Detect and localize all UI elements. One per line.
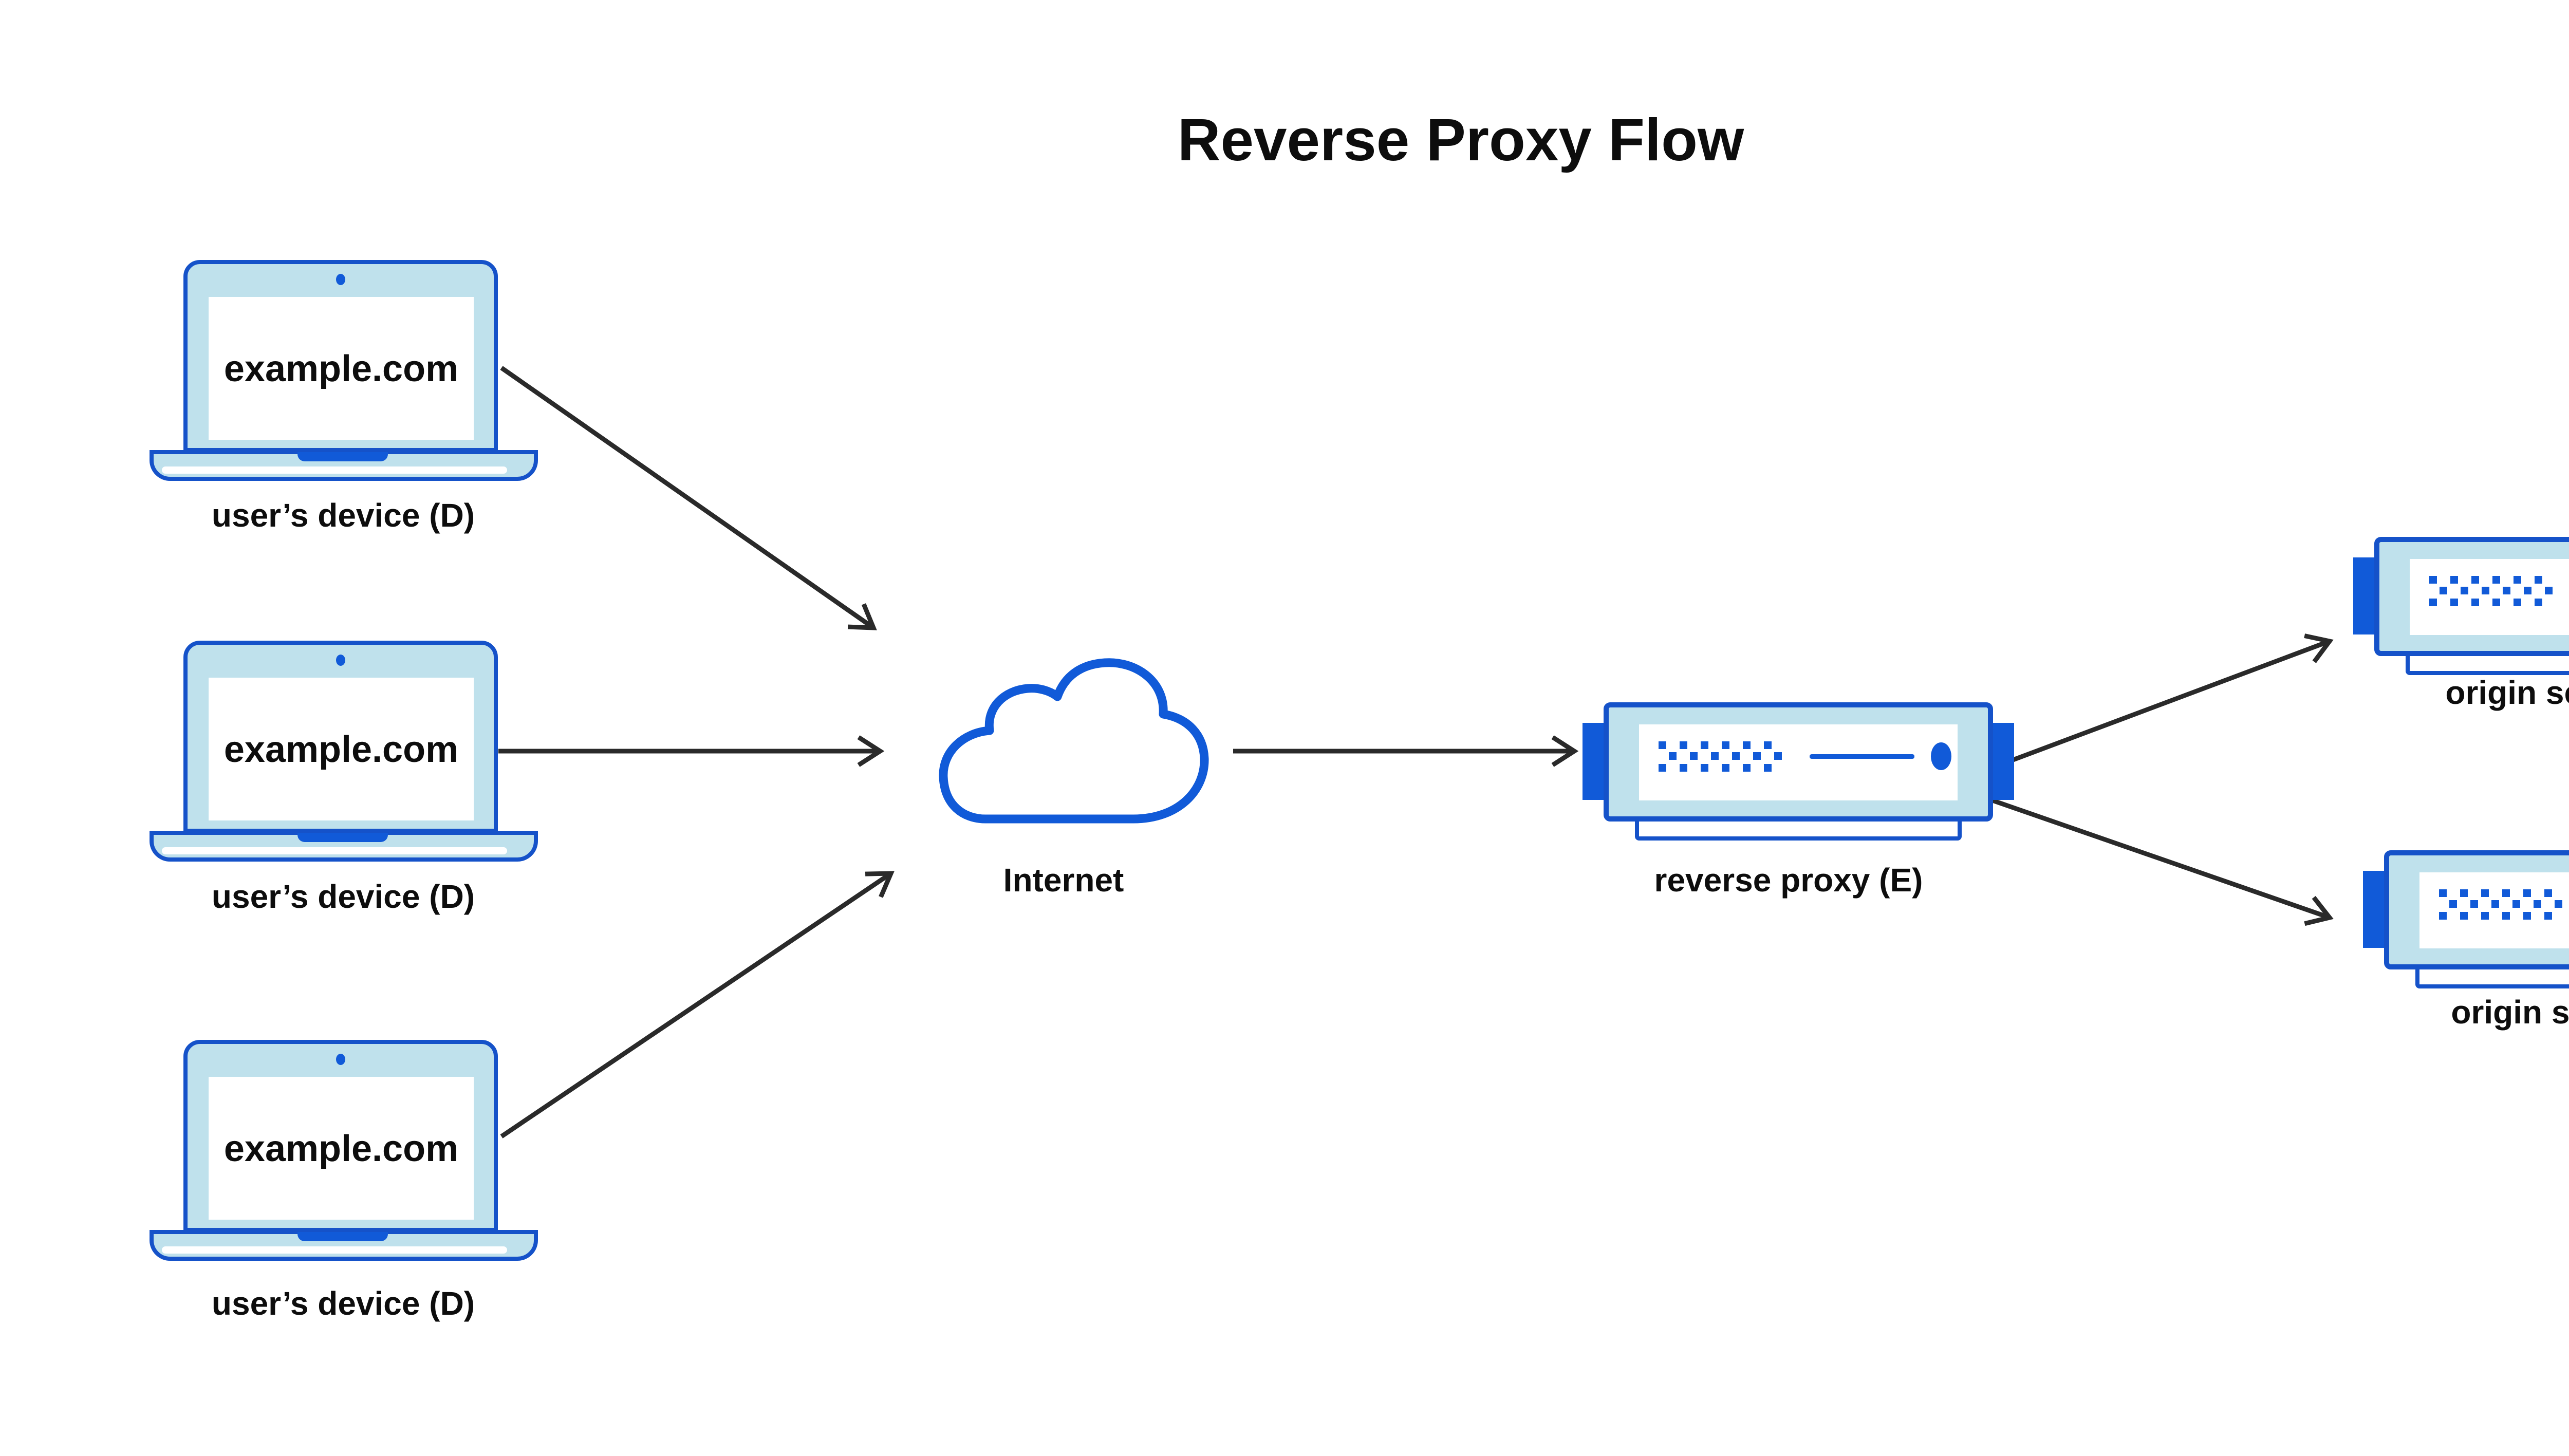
device3-label: user’s device (D)	[212, 1285, 475, 1322]
flow-arrows	[498, 366, 2334, 1138]
arrow-proxy-to-origin1	[1991, 633, 2334, 770]
server-icon	[1583, 705, 2014, 838]
arrow-proxy-to-origin2	[1991, 798, 2334, 926]
page-title: Reverse Proxy Flow	[1178, 106, 1744, 173]
device1-screen-url: example.com	[224, 348, 458, 389]
origin-server1-label: origin server (F)	[2445, 674, 2569, 711]
device2-label: user’s device (D)	[212, 878, 475, 915]
device1-label: user’s device (D)	[212, 497, 475, 534]
server-icon	[2353, 539, 2569, 673]
origin-server2-label: origin server (F)	[2451, 994, 2569, 1031]
cloud-icon	[939, 658, 1209, 824]
device3-screen-url: example.com	[224, 1128, 458, 1169]
reverse-proxy-label: reverse proxy (E)	[1654, 862, 1923, 899]
server-icon	[2363, 853, 2569, 986]
internet-label: Internet	[1003, 862, 1124, 899]
device2-screen-url: example.com	[224, 729, 458, 770]
arrow-device3-to-internet	[500, 871, 895, 1138]
arrow-device1-to-internet	[500, 366, 877, 630]
